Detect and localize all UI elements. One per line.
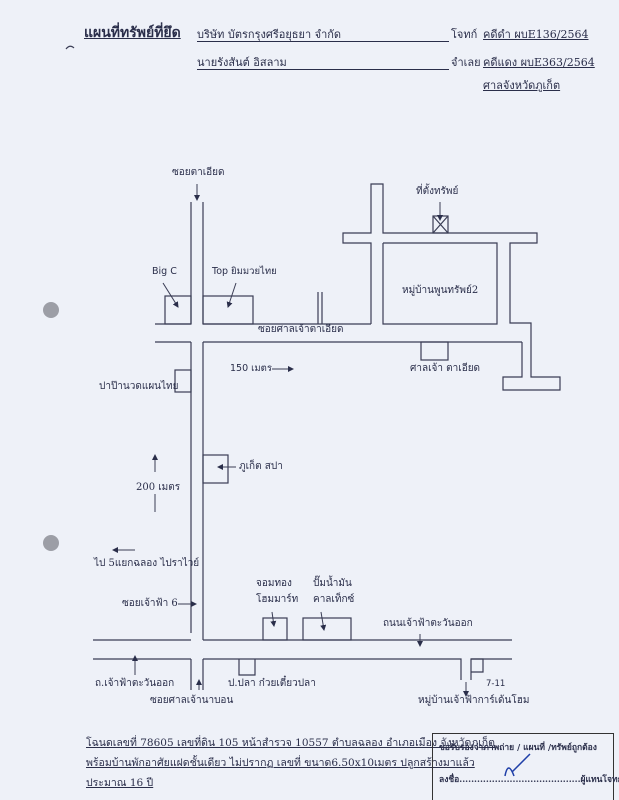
label-soi-nabon: ซอยศาลเจ้านาบอน xyxy=(150,695,234,706)
punch-hole xyxy=(43,302,59,318)
label-caltex: คาลเท็กซ์ xyxy=(313,594,355,605)
label-top-muay-thai: Top ยิมมวยไทย xyxy=(212,266,277,277)
deed-description-line1: โฉนดเลขที่ 78605 เลขที่ดิน 105 หน้าสำรวจ… xyxy=(86,737,495,749)
label-massage: ปาป๊านวดแผนไทย xyxy=(99,381,179,392)
certification-text: ขอรับรองว่าภาพถ่าย / แผนที่ /ทรัพย์ถูกต้… xyxy=(439,743,597,753)
label-chaofa-east-road: ถนนเจ้าฟ้าตะวันออก xyxy=(383,618,473,629)
label-phuket-spa: ภูเก็ต สปา xyxy=(239,461,283,472)
signature-line: ลงชื่อ..................................… xyxy=(439,775,619,785)
label-property-location: ที่ตั้งทรัพย์ xyxy=(416,186,459,197)
label-village-phoon-sap: หมู่บ้านพูนทรัพย์2 xyxy=(402,285,479,296)
court-name: ศาลจังหวัดภูเก็ต xyxy=(483,79,561,92)
label-gas-station: ปั๊มน้ำมัน xyxy=(313,578,352,589)
label-soi-ta-iad: ซอยตาเอียด xyxy=(172,167,225,178)
defendant-name: นายรังสันต์ อิสลาม xyxy=(197,57,449,70)
label-shrine: ศาลเจ้า ตาเอียด xyxy=(410,363,481,374)
label-distance-200: 200 เมตร xyxy=(136,482,181,493)
road-soi-ta-iad xyxy=(190,202,204,690)
plaintiff-name: บริษัท บัตรกรุงศรีอยุธยา จำกัด xyxy=(197,29,449,42)
label-homemart: โฮมมาร์ท xyxy=(256,594,299,605)
label-chaofa-east-short: ถ.เจ้าฟ้าตะวันออก xyxy=(95,678,175,689)
label-soi-chaofa-6: ซอยเจ้าฟ้า 6 xyxy=(122,598,178,609)
label-jomthong: จอมทอง xyxy=(256,578,292,589)
label-seven-eleven: 7-11 xyxy=(486,679,506,689)
certification-box: ขอรับรองว่าภาพถ่าย / แผนที่ /ทรัพย์ถูกต้… xyxy=(432,733,619,800)
black-case-number: คดีดำ ผบE136/2564 xyxy=(483,28,589,41)
label-noodle-shop: ป.ปลา ก๋วยเตี๋ยวปลา xyxy=(228,678,316,689)
label-distance-150: 150 เมตร xyxy=(230,363,272,374)
label-garden-home: หมู่บ้านเจ้าฟ้าการ์เด้นโฮม xyxy=(418,695,530,706)
punch-hole xyxy=(43,535,59,551)
deed-description-line3: ประมาณ 16 ปี xyxy=(86,777,154,789)
label-to-rawai: ไป 5แยกฉลอง ไปราไวย์ xyxy=(94,558,200,569)
page-title: แผนที่ทรัพย์ที่ยึด xyxy=(84,25,181,41)
defendant-role: จำเลย xyxy=(451,56,481,69)
label-big-c: Big C xyxy=(152,266,177,277)
label-soi-shrine: ซอยศาลเจ้าตาเอียด xyxy=(258,324,344,335)
red-case-number: คดีแดง ผบE363/2564 xyxy=(483,56,595,69)
deed-description-line2: พร้อมบ้านพักอาศัยแฝดชั้นเดียว ไม่ปรากฏ เ… xyxy=(86,757,475,769)
plaintiff-role: โจทก์ xyxy=(451,28,478,41)
